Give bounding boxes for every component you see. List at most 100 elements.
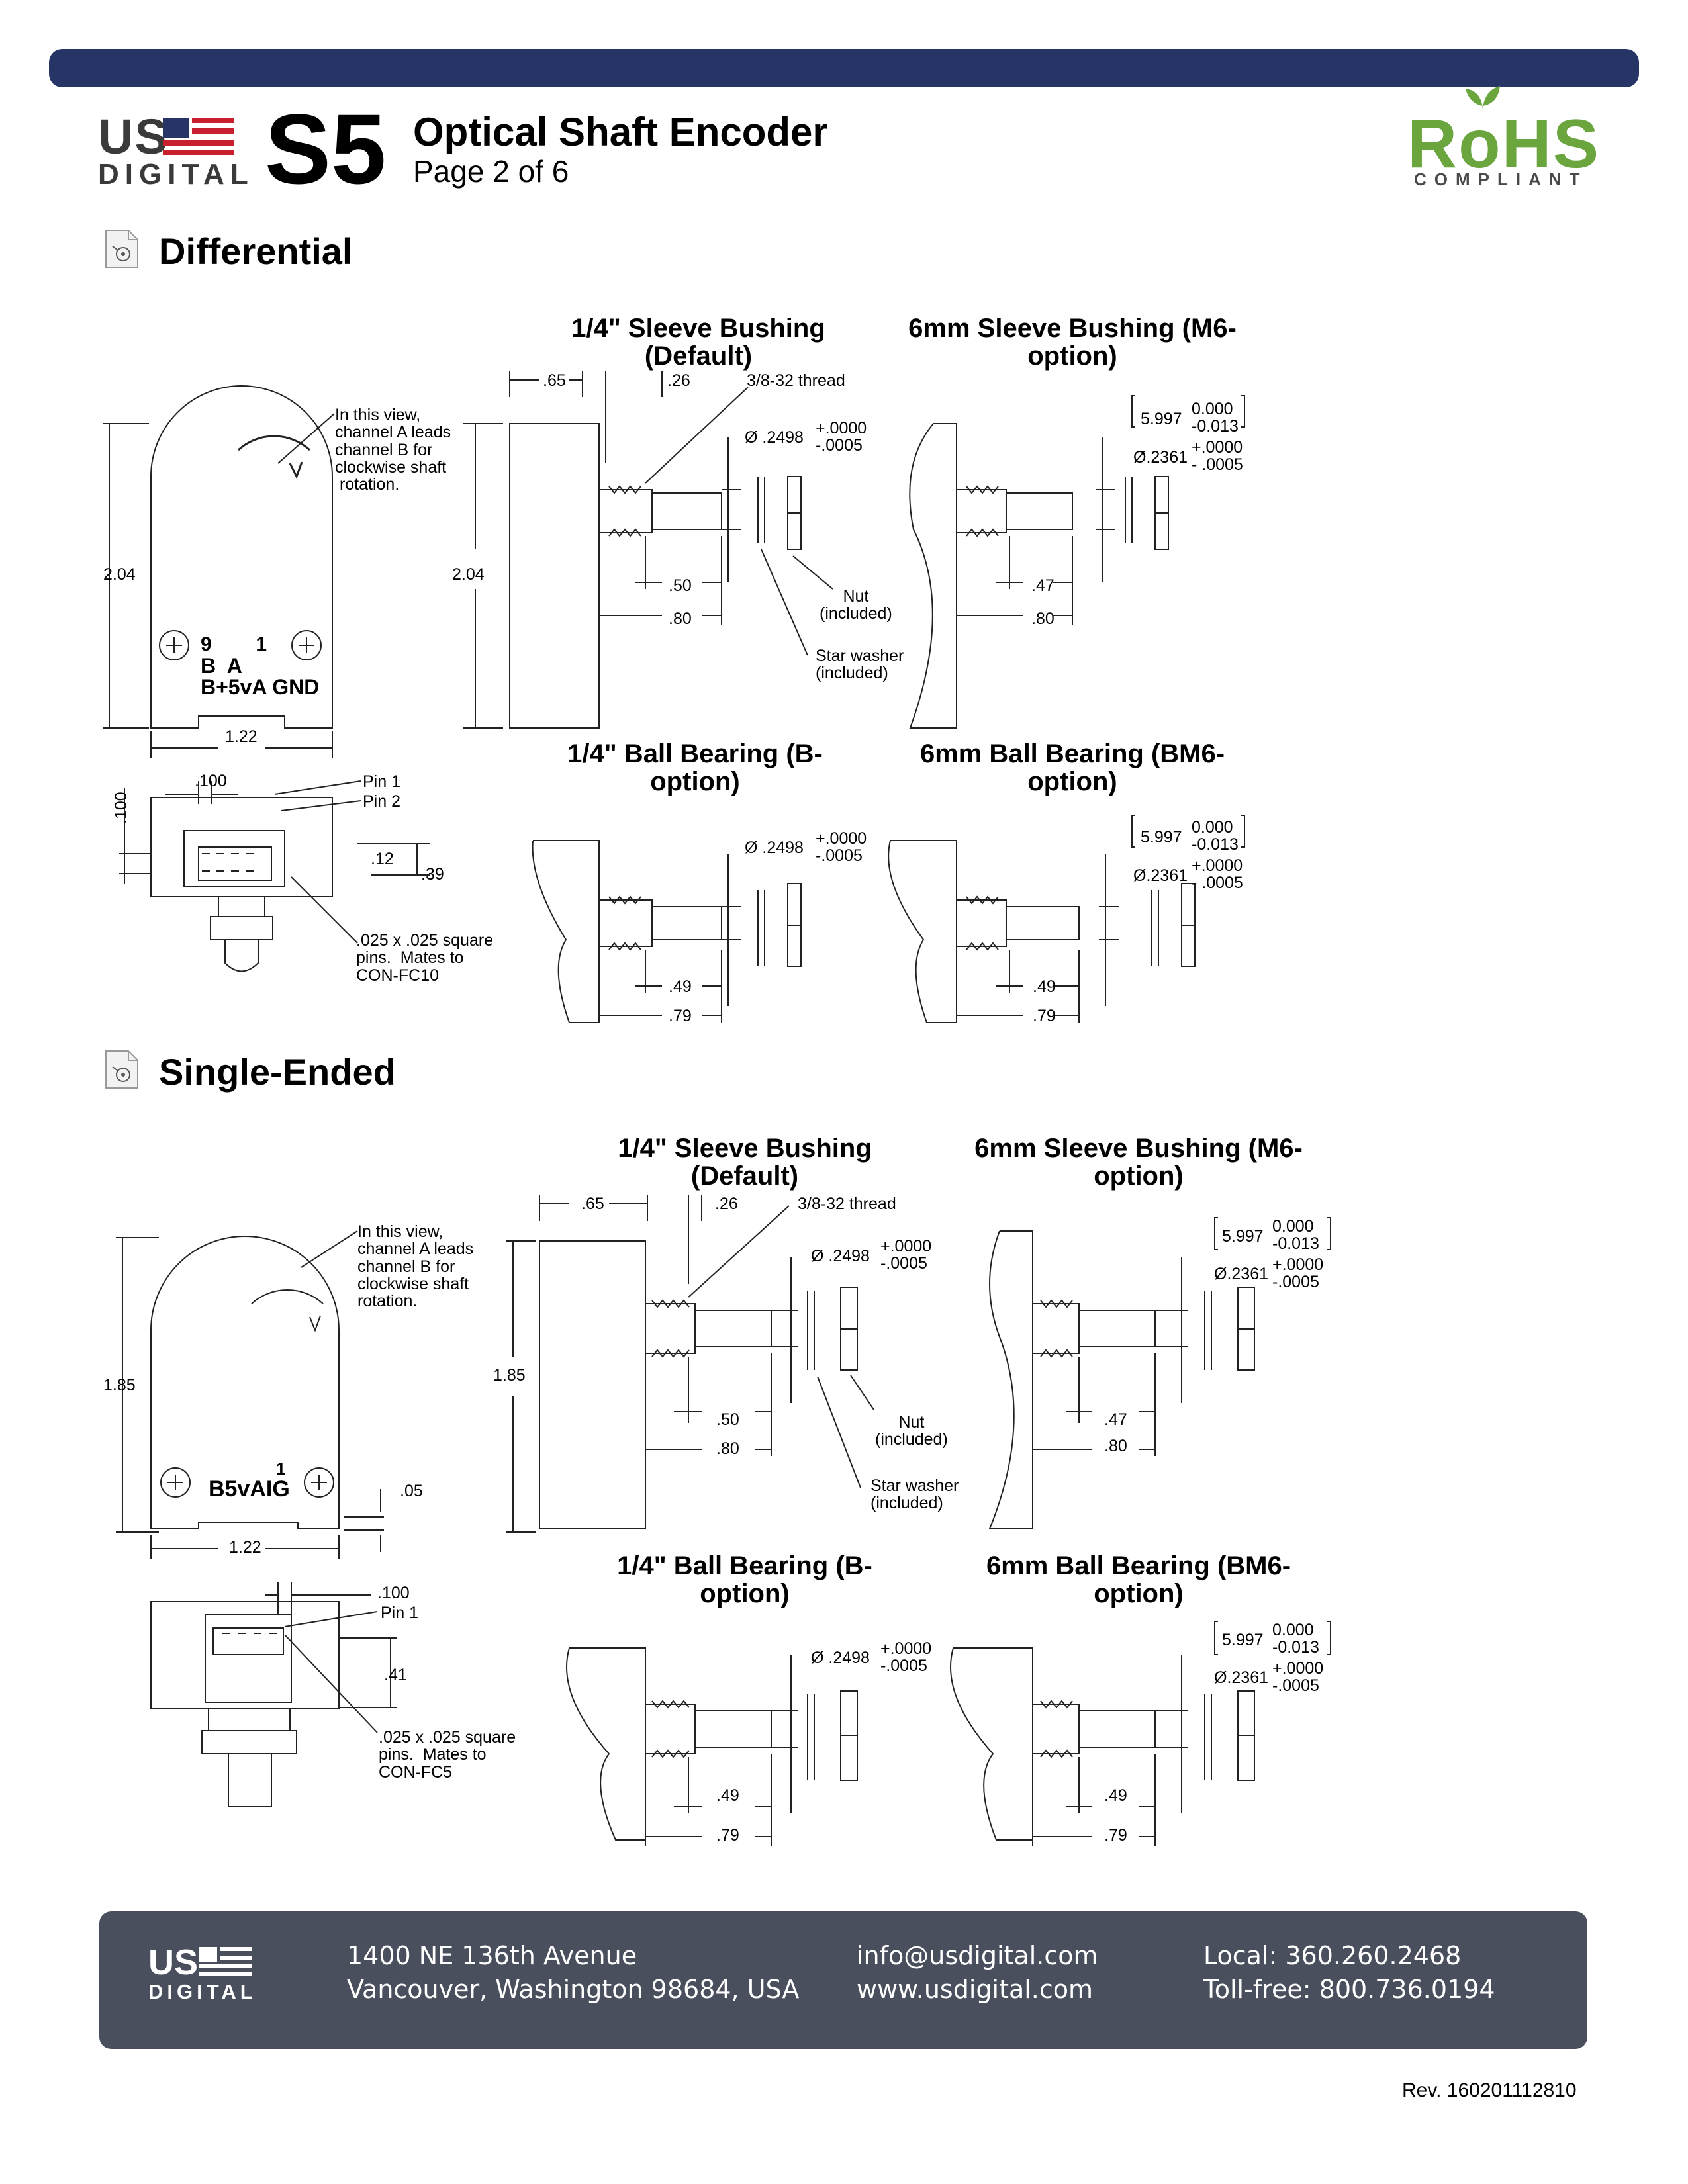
nut-label-se: Nut (included)	[875, 1413, 948, 1449]
ball-shaft-diameter-se: Ø .2498	[811, 1649, 870, 1667]
mm-tolerance: 0.000 -0.013	[1192, 400, 1239, 436]
washer-label-se: Star washer (included)	[870, 1477, 959, 1513]
dim-80-mm: .80	[1031, 610, 1055, 628]
washer-label: Star washer (included)	[816, 647, 904, 683]
mm-shaft-diameter-se: Ø.2361	[1214, 1265, 1269, 1283]
rotation-note: In this view, channel A leads channel B …	[335, 406, 451, 494]
heading-quarter-sleeve: 1/4" Sleeve Bushing (Default)	[571, 314, 825, 371]
mounting-screw-icon	[159, 630, 189, 660]
footer-flag-icon	[199, 1947, 252, 1976]
rohs-logo: RoHS	[1407, 106, 1601, 183]
dim-50: .50	[669, 576, 692, 595]
thread-label: 3/8-32 thread	[747, 371, 845, 390]
dim-65: .65	[543, 371, 566, 390]
pin-number-labels: 9 1	[201, 633, 267, 655]
mm-shaft-diameter: Ø.2361	[1133, 448, 1188, 467]
shaft-diameter: Ø .2498	[745, 428, 804, 447]
product-code: S5	[265, 93, 387, 205]
footer-email-link[interactable]: info@usdigital.com	[857, 1941, 1098, 1970]
encoder-body-outline	[150, 1236, 340, 1529]
dim-26: .26	[667, 371, 690, 390]
footer-tollfree-phone: Toll-free: 800.736.0194	[1203, 1975, 1495, 2004]
logo-digital-text: DIGITAL	[98, 158, 254, 191]
dim-41: .41	[384, 1666, 407, 1684]
shaft-tolerance: +.0000 -.0005	[816, 419, 867, 455]
ball-shaft-tolerance-se: +.0000 -.0005	[880, 1639, 932, 1676]
ball-mm-shaft-diameter-se: Ø.2361	[1214, 1668, 1269, 1687]
dim-47: .47	[1031, 576, 1055, 595]
heading-6mm-ball-se: 6mm Ball Bearing (BM6-option)	[986, 1551, 1291, 1608]
product-title: Optical Shaft Encoder	[413, 110, 828, 154]
mm-shaft-tolerance-se: +.0000 -.0005	[1272, 1255, 1324, 1292]
encoder-body-outline	[150, 385, 333, 729]
ball-shaft-tolerance: +.0000 -.0005	[816, 829, 867, 866]
heading-6mm-ball: 6mm Ball Bearing (BM6-option)	[919, 739, 1225, 796]
footer-website-link[interactable]: www.usdigital.com	[857, 1975, 1094, 2004]
pins-note: .025 x .025 square pins. Mates to CON-FC…	[356, 931, 494, 985]
footer-address-line2: Vancouver, Washington 98684, USA	[347, 1975, 800, 2004]
heading-6mm-sleeve-se: 6mm Sleeve Bushing (M6-option)	[974, 1134, 1303, 1191]
ball-shaft-diameter: Ø .2498	[745, 839, 804, 857]
pin-label-1-se: 1	[276, 1459, 286, 1479]
shaft-tolerance-se: +.0000 -.0005	[880, 1237, 932, 1273]
dim-80: .80	[669, 610, 692, 628]
side-height-dimension: 2.04	[452, 565, 485, 584]
dim-12: .12	[371, 850, 394, 868]
footer-logo-digital: DIGITAL	[148, 1980, 257, 2003]
ball-mm-tolerance: 0.000 -0.013	[1192, 818, 1239, 854]
height-dimension: 2.04	[103, 565, 136, 584]
dim-49-se: .49	[716, 1786, 739, 1805]
side-height-dimension-se: 1.85	[493, 1366, 526, 1385]
heading-quarter-ball-se: 1/4" Ball Bearing (B-option)	[617, 1551, 872, 1608]
dim-26-se: .26	[715, 1195, 738, 1213]
pin-labels-se: B5vAIG	[209, 1477, 290, 1502]
nut-label: Nut (included)	[820, 587, 892, 623]
mm-dimension-se: 5.997	[1222, 1227, 1264, 1246]
footer	[99, 1911, 1587, 2049]
dim-65-se: .65	[581, 1195, 604, 1213]
pin2-label: Pin 2	[363, 792, 400, 811]
pin1-label-se: Pin 1	[381, 1604, 418, 1622]
rohs-compliant-text: COMPLIANT	[1414, 169, 1588, 189]
dim-05: .05	[400, 1482, 423, 1500]
ball-mm-shaft-tolerance-se: +.0000 -.0005	[1272, 1659, 1324, 1696]
width-dimension-se: 1.22	[229, 1538, 261, 1557]
pin1-label: Pin 1	[363, 772, 400, 791]
dim-49-mm: .49	[1033, 978, 1056, 996]
dim-50-se: .50	[716, 1410, 739, 1429]
dim-80-se: .80	[716, 1439, 739, 1458]
dim-79-se: .79	[716, 1826, 739, 1844]
dim-39: .39	[421, 865, 444, 884]
dim-79-mm: .79	[1033, 1007, 1056, 1025]
mounting-screw-icon	[160, 1467, 191, 1498]
mounting-screw-icon	[291, 630, 322, 660]
mm-dimension: 5.997	[1141, 410, 1182, 428]
pins-note-se: .025 x .025 square pins. Mates to CON-FC…	[379, 1728, 516, 1782]
width-dimension: 1.22	[225, 727, 258, 746]
mm-shaft-tolerance: +.0000 - .0005	[1192, 438, 1243, 475]
dim-47-se: .47	[1104, 1410, 1127, 1429]
footer-address-line1: 1400 NE 136th Avenue	[347, 1941, 637, 1970]
height-dimension-se: 1.85	[103, 1376, 136, 1394]
ball-mm-dimension: 5.997	[1141, 828, 1182, 846]
dim-80-mm-se: .80	[1104, 1437, 1127, 1455]
footer-logo-us: US	[148, 1942, 199, 1982]
heading-quarter-ball: 1/4" Ball Bearing (B-option)	[567, 739, 823, 796]
page-number: Page 2 of 6	[413, 154, 569, 189]
dim-49: .49	[669, 978, 692, 996]
rotation-note-se: In this view, channel A leads channel B …	[357, 1222, 474, 1310]
dim-49-mm-se: .49	[1104, 1786, 1127, 1805]
section-title-differential: Differential	[159, 230, 353, 272]
ball-mm-tolerance-se: 0.000 -0.013	[1272, 1621, 1319, 1657]
heading-6mm-sleeve: 6mm Sleeve Bushing (M6-option)	[908, 314, 1237, 371]
ball-mm-shaft-diameter: Ø.2361	[1133, 866, 1188, 885]
footer-local-phone: Local: 360.260.2468	[1203, 1941, 1462, 1970]
pitch-dimension: .100	[195, 772, 227, 790]
leaf-icon	[1466, 86, 1500, 111]
revision-number: Rev. 160201112810	[1402, 2079, 1577, 2101]
dim-79-mm-se: .79	[1104, 1826, 1127, 1844]
dim-79: .79	[669, 1007, 692, 1025]
ball-mm-dimension-se: 5.997	[1222, 1631, 1264, 1649]
